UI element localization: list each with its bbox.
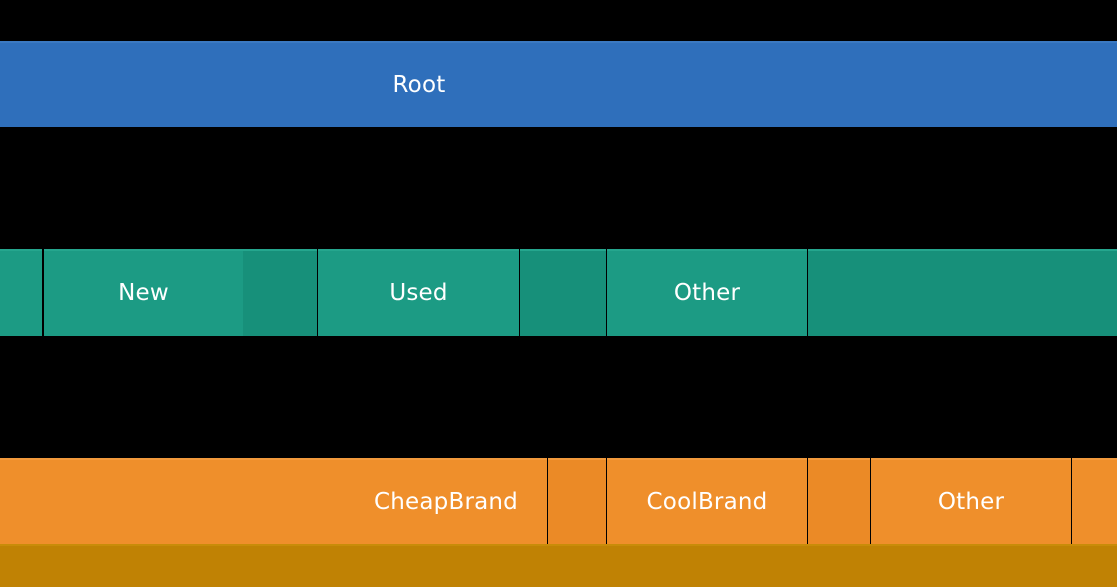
icicle-node[interactable] <box>1072 458 1117 544</box>
icicle-node[interactable] <box>520 41 1117 127</box>
icicle-node-coolbrand[interactable]: CoolBrand <box>607 458 807 544</box>
icicle-node[interactable] <box>0 458 345 544</box>
icicle-node-label: CheapBrand <box>374 488 518 515</box>
icicle-node-label: Other <box>937 488 1005 515</box>
icicle-node-label: New <box>118 280 169 306</box>
icicle-node-label: CoolBrand <box>646 488 768 515</box>
icicle-node-leaf-band[interactable] <box>0 544 1117 587</box>
icicle-node[interactable] <box>243 249 317 336</box>
icicle-node-other-brand[interactable]: Other <box>871 458 1071 544</box>
icicle-node-other-condition[interactable]: Other <box>607 249 807 336</box>
icicle-level-brand: CheapBrand CoolBrand Other <box>0 458 1117 544</box>
icicle-level-root: Root <box>0 41 1117 127</box>
icicle-node[interactable] <box>808 458 870 544</box>
icicle-node[interactable] <box>520 249 606 336</box>
icicle-level-leaf <box>0 544 1117 587</box>
icicle-node[interactable] <box>0 41 318 127</box>
icicle-level-condition: New Used Other <box>0 249 1117 336</box>
icicle-node-label: Root <box>392 71 446 98</box>
icicle-node-root[interactable]: Root <box>318 41 520 127</box>
icicle-node-label: Used <box>389 280 448 306</box>
icicle-node-label: Other <box>673 280 741 306</box>
icicle-node[interactable] <box>548 458 606 544</box>
icicle-node[interactable] <box>0 249 42 336</box>
icicle-node-new[interactable]: New <box>44 249 243 336</box>
icicle-node-used[interactable]: Used <box>318 249 519 336</box>
icicle-node-cheapbrand[interactable]: CheapBrand <box>345 458 547 544</box>
icicle-node[interactable] <box>808 249 1117 336</box>
